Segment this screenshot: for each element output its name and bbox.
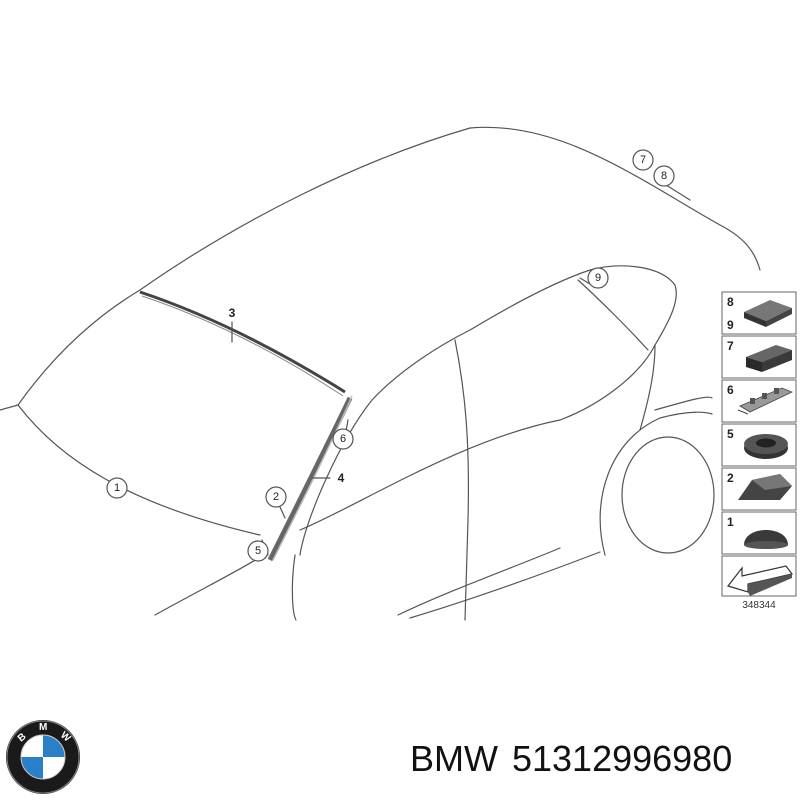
svg-text:1: 1 <box>114 482 120 494</box>
foam-pad-icon <box>744 300 792 327</box>
svg-text:6: 6 <box>727 383 734 397</box>
direction-arrow-icon <box>726 565 794 596</box>
callout-4: 4 <box>338 471 345 485</box>
callout-7: 7 <box>632 149 654 171</box>
car-outline <box>0 126 761 621</box>
legend-row-2: 2 <box>721 467 797 511</box>
legend-row-7: 7 <box>721 335 797 379</box>
legend-row-arrow <box>721 555 797 597</box>
svg-text:2: 2 <box>273 491 279 503</box>
svg-text:3: 3 <box>229 306 236 320</box>
svg-text:1: 1 <box>727 515 734 529</box>
callout-9: 9 <box>587 267 609 289</box>
dome-cap-icon <box>744 530 788 549</box>
part-caption: BMW 51312996980 <box>410 738 746 780</box>
brand-name: BMW <box>410 738 498 779</box>
svg-text:9: 9 <box>595 272 601 284</box>
svg-text:4: 4 <box>338 471 345 485</box>
svg-text:6: 6 <box>340 433 346 445</box>
callout-2: 2 <box>265 486 287 508</box>
svg-text:5: 5 <box>255 545 261 557</box>
callout-3: 3 <box>229 306 236 320</box>
svg-text:2: 2 <box>727 471 734 485</box>
a-pillar-trim <box>267 395 353 562</box>
legend-row-5: 5 <box>721 423 797 467</box>
legend-row-6: 6 <box>721 379 797 423</box>
bmw-logo-icon: B M W <box>6 720 80 794</box>
foam-strip-icon <box>746 345 792 372</box>
parts-legend: 8 9 7 6 <box>721 291 797 611</box>
legend-row-1: 1 <box>721 511 797 555</box>
svg-text:8: 8 <box>661 170 667 182</box>
grommet-icon <box>744 434 788 459</box>
clip-strip-icon <box>737 387 793 415</box>
callout-8: 8 <box>653 165 675 187</box>
svg-text:8: 8 <box>727 295 734 309</box>
reference-code: 348344 <box>742 600 776 611</box>
callout-6: 6 <box>332 428 354 450</box>
legend-row-8-9: 8 9 <box>721 291 797 335</box>
callout-5: 5 <box>247 540 269 562</box>
svg-text:9: 9 <box>727 318 734 332</box>
spacer-block-icon <box>738 474 792 500</box>
svg-text:5: 5 <box>727 427 734 441</box>
windshield-moulding <box>139 290 346 397</box>
logo-letter-m: M <box>39 722 47 733</box>
part-number: 51312996980 <box>511 738 733 779</box>
svg-text:7: 7 <box>727 339 734 353</box>
svg-text:7: 7 <box>640 154 646 166</box>
callout-1: 1 <box>106 477 128 499</box>
